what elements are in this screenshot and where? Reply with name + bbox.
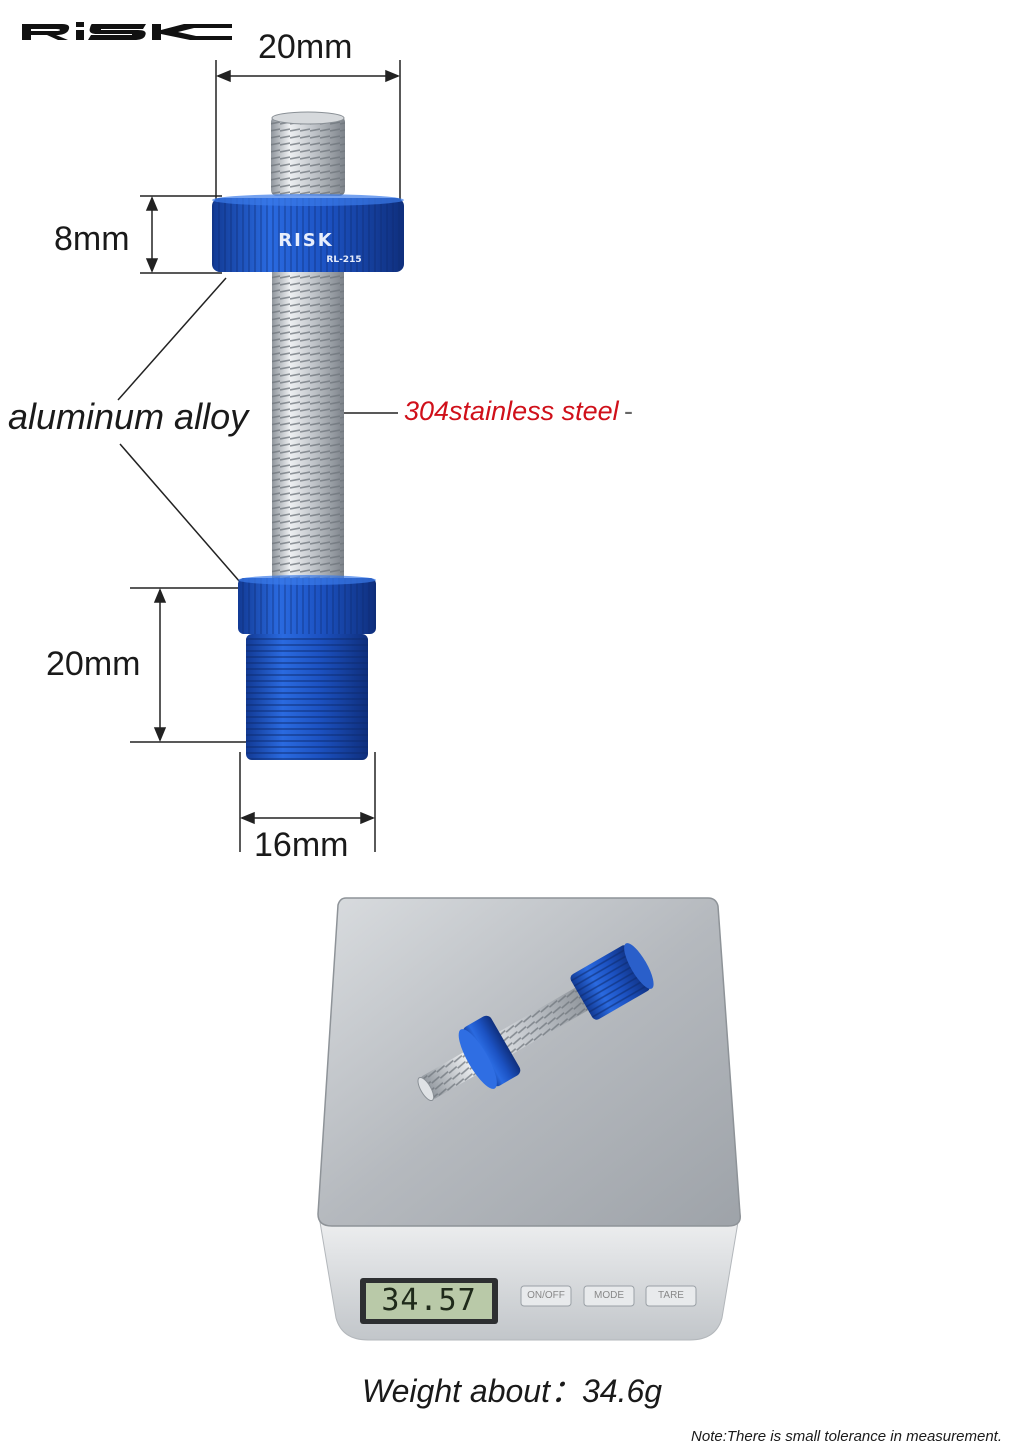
dimension-nut-height-label: 8mm (54, 220, 130, 258)
scale-mode-button[interactable]: MODE (594, 1290, 624, 1301)
material-steel-label: 304stainless steel (404, 396, 619, 426)
weight-caption: Weight about：34.6g (362, 1366, 662, 1412)
dimension-top-width (215, 60, 401, 200)
nut-model-text: RL-215 (326, 255, 361, 265)
scale-tare-button[interactable]: TARE (658, 1290, 684, 1301)
scale-display-reading: 34.57 (381, 1283, 477, 1318)
brand-logo (22, 22, 232, 40)
weight-label: Weight about： (362, 1373, 582, 1409)
weight-value: 34.6g (582, 1373, 663, 1409)
dimension-base-height-label: 20mm (46, 645, 141, 683)
dimension-base-width (239, 752, 376, 852)
dimension-top-width-label: 20mm (258, 28, 353, 66)
dimension-base-width-label: 16mm (254, 826, 349, 864)
digital-scale (317, 897, 741, 1341)
material-alloy-label: aluminum alloy (8, 396, 249, 437)
dimension-nut-height (140, 195, 222, 274)
steel-trailing-dash: - (624, 396, 633, 426)
nut-logo-text: RISK (278, 230, 333, 251)
scale-onoff-button[interactable]: ON/OFF (527, 1290, 565, 1301)
measurement-note: Note:There is small tolerance in measure… (691, 1428, 1002, 1445)
tool-rendering: RISK RL-215 (212, 111, 404, 760)
alloy-leader-lines (117, 277, 241, 583)
dimension-base-height (130, 587, 256, 743)
